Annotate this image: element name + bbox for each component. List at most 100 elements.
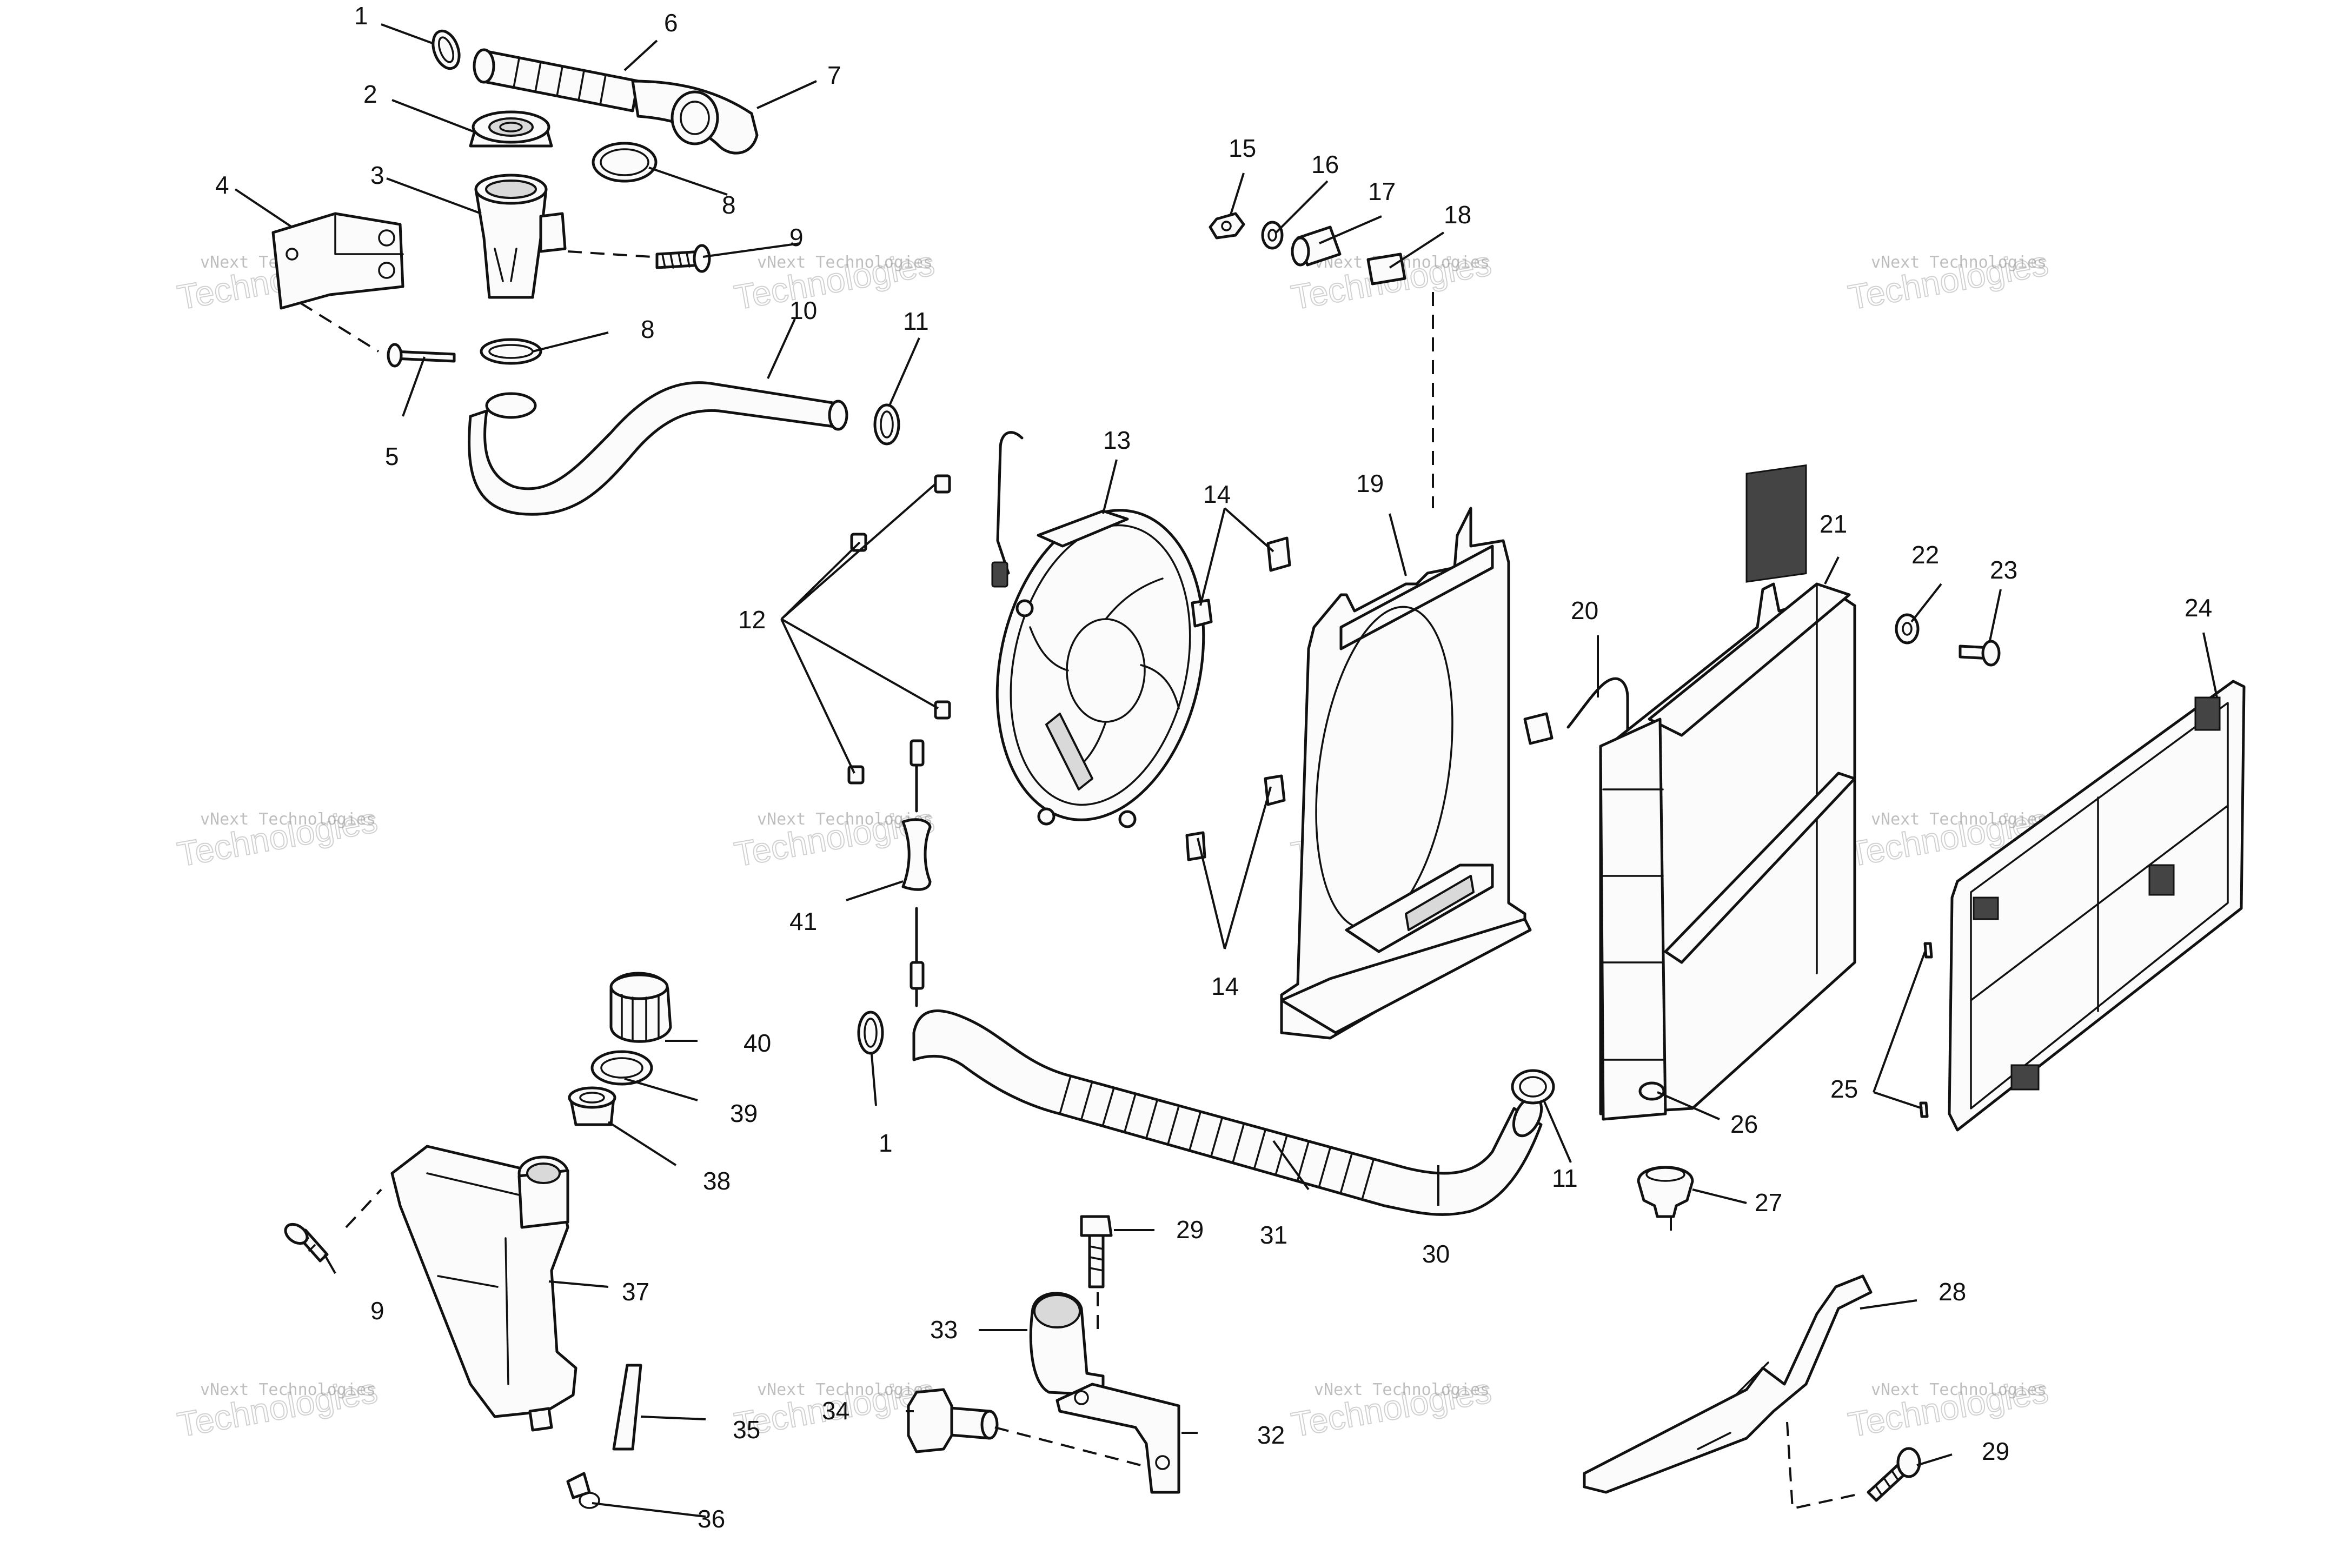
part-14-clips <box>1185 536 1291 861</box>
part-13-cooling-fan <box>991 431 1205 828</box>
part-4-mounting-bracket <box>271 212 404 310</box>
callout-11: 11 <box>1552 1164 1578 1192</box>
callout-10: 10 <box>789 296 817 324</box>
callout-8: 8 <box>641 315 655 343</box>
part-8-clamp-lower <box>480 338 542 365</box>
part-6-upper-hose <box>473 48 640 112</box>
part-26-grommet <box>1638 1081 1665 1101</box>
part-33-rubber-strap <box>1029 1292 1105 1397</box>
callout-36: 36 <box>698 1505 725 1533</box>
watermark-text: vNext Technologies <box>1871 1380 2047 1399</box>
callout-9: 9 <box>370 1297 384 1325</box>
callout-38: 38 <box>703 1167 731 1195</box>
part-23-screw <box>1959 640 2001 667</box>
part-3-filler-housing <box>474 174 567 299</box>
part-34-spacer-bolt <box>907 1388 999 1453</box>
watermark-text: vNext Technologies <box>757 1380 933 1399</box>
watermark-text: vNext Technologies <box>757 253 933 272</box>
part-39-gasket <box>590 1050 653 1086</box>
part-29-screw-mid <box>1080 1215 1113 1288</box>
callout-20: 20 <box>1571 596 1598 624</box>
callout-24: 24 <box>2185 594 2212 622</box>
callout-26: 26 <box>1730 1110 1758 1138</box>
part-19-fan-shroud <box>1280 507 1532 1040</box>
part-16-washer <box>1261 221 1284 250</box>
callout-25: 25 <box>1830 1075 1858 1103</box>
part-11-clamp-bottom <box>1511 1069 1555 1105</box>
part-29-screw-right <box>1867 1447 1921 1502</box>
watermark-text: vNext Technologies <box>200 1380 376 1399</box>
callout-1: 1 <box>354 2 368 30</box>
callout-33: 33 <box>930 1315 958 1344</box>
callout-9: 9 <box>789 223 804 251</box>
callout-40: 40 <box>743 1029 771 1057</box>
watermark-text: vNext Technologies <box>200 810 376 829</box>
callout-5: 5 <box>385 442 399 470</box>
part-1-hose-clamp-bottom <box>857 1011 884 1055</box>
callout-labels: 1 6 7 2 8 3 4 9 10 11 8 5 12 13 14 14 15… <box>215 2 2212 1533</box>
part-10-lower-hose <box>468 381 848 516</box>
callout-1: 1 <box>879 1129 893 1157</box>
callout-31: 31 <box>1260 1221 1287 1249</box>
part-40-reservoir-cap <box>609 972 672 1043</box>
callout-14: 14 <box>1211 972 1239 1000</box>
part-2-filler-neck <box>469 110 553 148</box>
callout-37: 37 <box>622 1278 649 1306</box>
callout-29: 29 <box>1176 1215 1204 1244</box>
callout-4: 4 <box>215 171 229 199</box>
part-15-nut <box>1209 212 1245 240</box>
part-28-lower-bracket <box>1583 1274 1873 1494</box>
callout-27: 27 <box>1755 1188 1782 1217</box>
callout-14: 14 <box>1203 480 1231 508</box>
watermark-text: vNext Technologies <box>1871 253 2047 272</box>
part-25-screen-clips <box>1919 942 1933 1118</box>
part-1-hose-clamp-top <box>432 29 461 70</box>
callout-30: 30 <box>1422 1240 1450 1268</box>
part-36-small-clamp <box>566 1472 600 1509</box>
dashed-alignment-lines <box>299 250 1855 1510</box>
callout-7: 7 <box>827 61 841 89</box>
part-37-coolant-reservoir <box>390 1145 577 1432</box>
part-21-radiator <box>1599 464 1856 1121</box>
callout-41: 41 <box>789 907 817 935</box>
callout-35: 35 <box>733 1416 760 1444</box>
callout-22: 22 <box>1911 541 1939 569</box>
part-7-elbow-hose <box>631 79 759 155</box>
callout-28: 28 <box>1939 1278 1966 1306</box>
part-35-overflow-hose <box>612 1364 642 1451</box>
callout-21: 21 <box>1820 510 1847 538</box>
callout-32: 32 <box>1257 1421 1285 1449</box>
part-8-clamp-upper <box>592 142 658 183</box>
callout-23: 23 <box>1990 556 2017 584</box>
part-9-screw-bottom <box>284 1222 329 1263</box>
part-11-clamp-top <box>873 403 900 446</box>
callout-8: 8 <box>722 191 736 219</box>
part-20-temp-sensor <box>1523 677 1629 753</box>
part-38-filler-grommet <box>568 1086 616 1126</box>
callout-39: 39 <box>730 1099 758 1127</box>
callout-3: 3 <box>370 161 384 189</box>
callout-17: 17 <box>1368 177 1396 205</box>
part-30-lower-hose <box>912 1009 1543 1216</box>
callout-34: 34 <box>822 1397 849 1425</box>
callout-11: 11 <box>903 307 929 335</box>
callout-13: 13 <box>1103 426 1131 454</box>
part-24-radiator-screen <box>1948 680 2246 1132</box>
callout-6: 6 <box>664 9 678 37</box>
callout-16: 16 <box>1311 150 1339 178</box>
watermark-text: vNext Technologies <box>1314 1380 1490 1399</box>
callout-12: 12 <box>738 606 766 634</box>
callout-2: 2 <box>363 80 377 108</box>
callout-19: 19 <box>1356 469 1384 497</box>
part-9-screw-top <box>655 244 711 273</box>
part-12-studs <box>847 474 951 785</box>
part-5-small-bolt <box>387 343 456 368</box>
part-27-rubber-mount <box>1637 1166 1694 1218</box>
part-41-inline-fuse <box>901 739 932 1007</box>
part-32-mounting-bracket <box>1055 1383 1180 1494</box>
callout-29: 29 <box>1982 1437 2009 1465</box>
part-17-grommet <box>1291 225 1342 267</box>
leader-lines <box>234 23 2218 1518</box>
part-18-spacer <box>1366 253 1406 285</box>
